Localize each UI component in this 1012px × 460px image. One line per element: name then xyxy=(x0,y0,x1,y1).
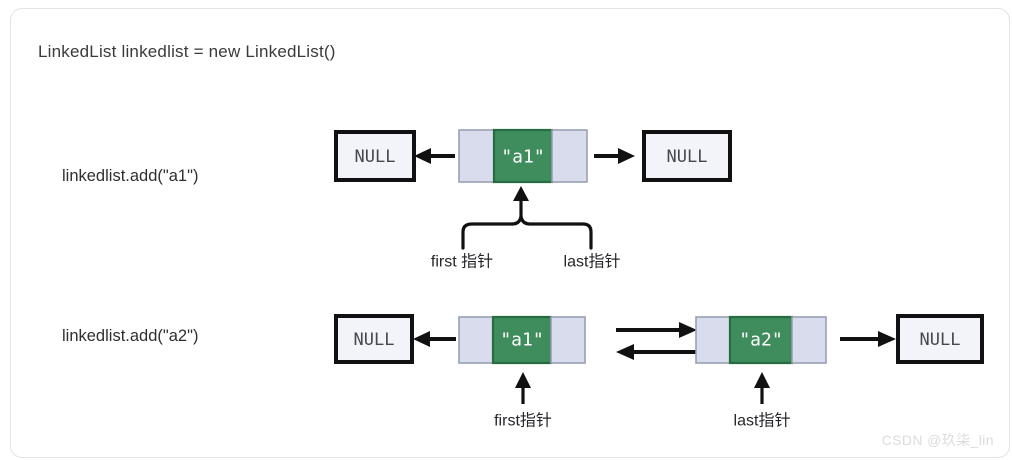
arrow-prev-to-null-row2 xyxy=(413,331,456,347)
arrow-next-to-null-row2 xyxy=(840,331,896,347)
node-next-cell xyxy=(550,316,586,364)
null-box-label: NULL xyxy=(355,147,396,167)
null-box-label: NULL xyxy=(354,330,395,350)
node-next-cell xyxy=(791,316,827,364)
node-a2-row2: "a2" xyxy=(695,315,827,365)
row-label-add-a1: linkedlist.add("a1") xyxy=(62,167,199,185)
node-value-label: "a2" xyxy=(739,330,782,351)
null-box-left-row2: NULL xyxy=(334,314,414,364)
pointer-label-last-row2: last指针 xyxy=(734,412,791,430)
null-box-left-row1: NULL xyxy=(334,130,416,182)
null-box-right-row2: NULL xyxy=(896,314,984,364)
null-box-label: NULL xyxy=(667,147,708,167)
row-add-a1-graphics: NULL "a1" NULL xyxy=(334,128,732,271)
node-next-cell xyxy=(551,129,588,183)
pointer-brace-row1 xyxy=(461,214,593,250)
arrow-prev-to-null-row1 xyxy=(414,148,455,164)
node-a1-row1: "a1" xyxy=(458,128,588,184)
null-box-label: NULL xyxy=(920,330,961,350)
csdn-watermark: CSDN @玖柒_lin xyxy=(881,432,994,448)
null-box-rect xyxy=(334,314,414,364)
arrow-link-forward-row2 xyxy=(616,322,697,338)
node-a1-row2: "a1" xyxy=(458,315,586,365)
null-box-right-row1: NULL xyxy=(642,130,732,182)
null-box-rect xyxy=(642,130,732,182)
node-value-label: "a1" xyxy=(500,330,543,351)
code-title: LinkedList linkedlist = new LinkedList() xyxy=(38,42,336,61)
pointer-label-last-row1: last指针 xyxy=(564,253,621,271)
arrow-next-to-null-row1 xyxy=(594,148,635,164)
node-value-cell xyxy=(728,315,794,365)
pointer-arrow-first-row2 xyxy=(515,372,531,404)
row-add-a2-graphics: NULL "a1" xyxy=(334,314,984,430)
content-frame xyxy=(10,8,1010,458)
node-prev-cell xyxy=(695,316,731,364)
pointer-arrow-last-row2 xyxy=(754,372,770,404)
row-label-add-a2: linkedlist.add("a2") xyxy=(62,327,199,345)
node-prev-cell xyxy=(458,129,495,183)
pointer-label-first-row1: first 指针 xyxy=(431,253,493,271)
pointer-arrow-row1 xyxy=(513,186,529,216)
node-prev-cell xyxy=(458,316,494,364)
pointer-label-first-row2: first指针 xyxy=(494,412,552,430)
arrow-link-backward-row2 xyxy=(616,344,697,360)
null-box-rect xyxy=(896,314,984,364)
node-value-label: "a1" xyxy=(501,147,544,168)
node-value-cell xyxy=(491,315,553,365)
